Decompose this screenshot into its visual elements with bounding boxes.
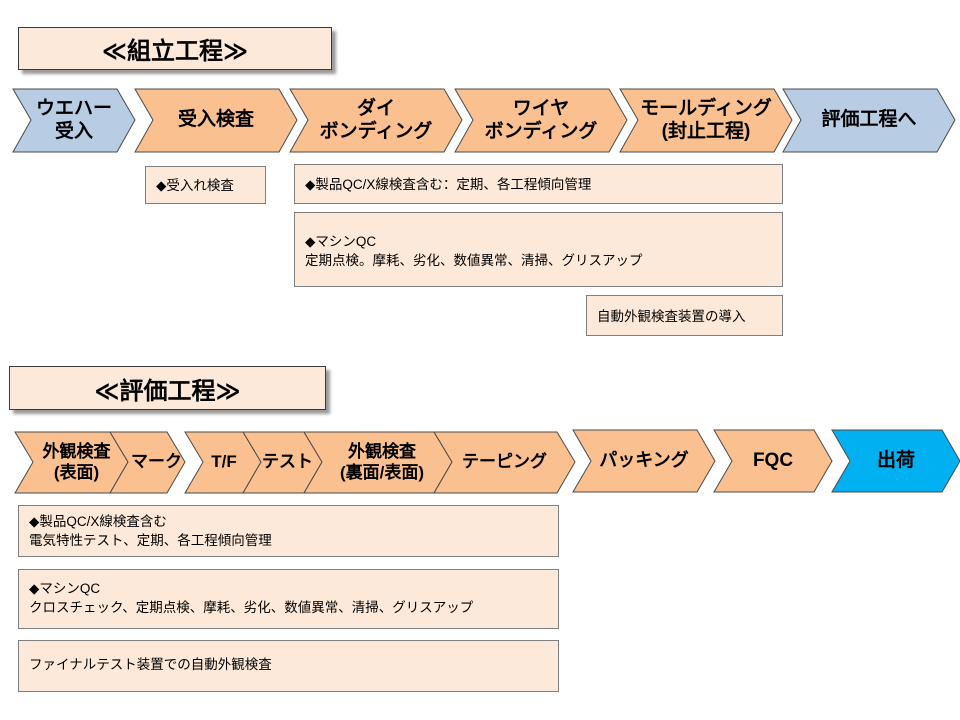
step-label: モールディング (封止工程) bbox=[640, 97, 772, 142]
step-label: パッキング bbox=[599, 450, 689, 471]
note-eval-product-qc: ◆製品QC/X線検査含む 電気特性テスト、定期、各工程傾向管理 bbox=[18, 505, 559, 557]
step-wafer-receiving bbox=[12, 88, 136, 153]
step-marking bbox=[109, 431, 186, 494]
step-die-bonding bbox=[289, 88, 463, 153]
note-machine-qc: ◆マシンQC 定期点検。摩耗、劣化、数値異常、清掃、グリスアップ bbox=[294, 212, 783, 287]
step-taping bbox=[433, 431, 576, 494]
step-label: FQC bbox=[752, 449, 794, 471]
step-label: 外観検査 (表面) bbox=[42, 442, 111, 482]
evaluation-title: ≪評価工程≫ bbox=[9, 366, 326, 410]
note-product-qc: ◆製品QC/X線検査含む：定期、各工程傾向管理 bbox=[294, 164, 783, 204]
step-molding bbox=[619, 88, 793, 153]
step-incoming-inspection bbox=[134, 88, 298, 153]
note-incoming-inspection: ◆受入れ検査 bbox=[145, 166, 266, 204]
step-label: ウエハー 受入 bbox=[35, 97, 112, 142]
step-to-evaluation bbox=[782, 88, 956, 153]
step-label: テスト bbox=[262, 452, 313, 472]
step-wire-bonding bbox=[454, 88, 628, 153]
step-packing bbox=[572, 429, 716, 493]
step-label: マーク bbox=[131, 452, 182, 472]
step-label: ワイヤ ボンディング bbox=[484, 97, 598, 142]
step-shipping bbox=[831, 429, 960, 493]
step-label: ダイ ボンディング bbox=[319, 97, 433, 142]
note-final-test-inspection: ファイナルテスト装置での自動外観検査 bbox=[18, 640, 559, 692]
note-auto-visual-inspection: 自動外観検査装置の導入 bbox=[586, 295, 783, 336]
assembly-title: ≪組立工程≫ bbox=[18, 27, 332, 70]
step-label: 評価工程へ bbox=[821, 109, 917, 131]
step-label: 出荷 bbox=[876, 449, 915, 471]
note-eval-machine-qc: ◆マシンQC クロスチェック、定期点検、摩耗、劣化、数値異常、清掃、グリスアップ bbox=[18, 569, 559, 629]
step-fqc bbox=[713, 429, 833, 493]
step-label: 外観検査 (裏面/表面) bbox=[339, 442, 425, 482]
step-label: 受入検査 bbox=[177, 109, 254, 131]
step-label: T/F bbox=[211, 452, 237, 472]
step-label: テーピング bbox=[462, 452, 547, 472]
